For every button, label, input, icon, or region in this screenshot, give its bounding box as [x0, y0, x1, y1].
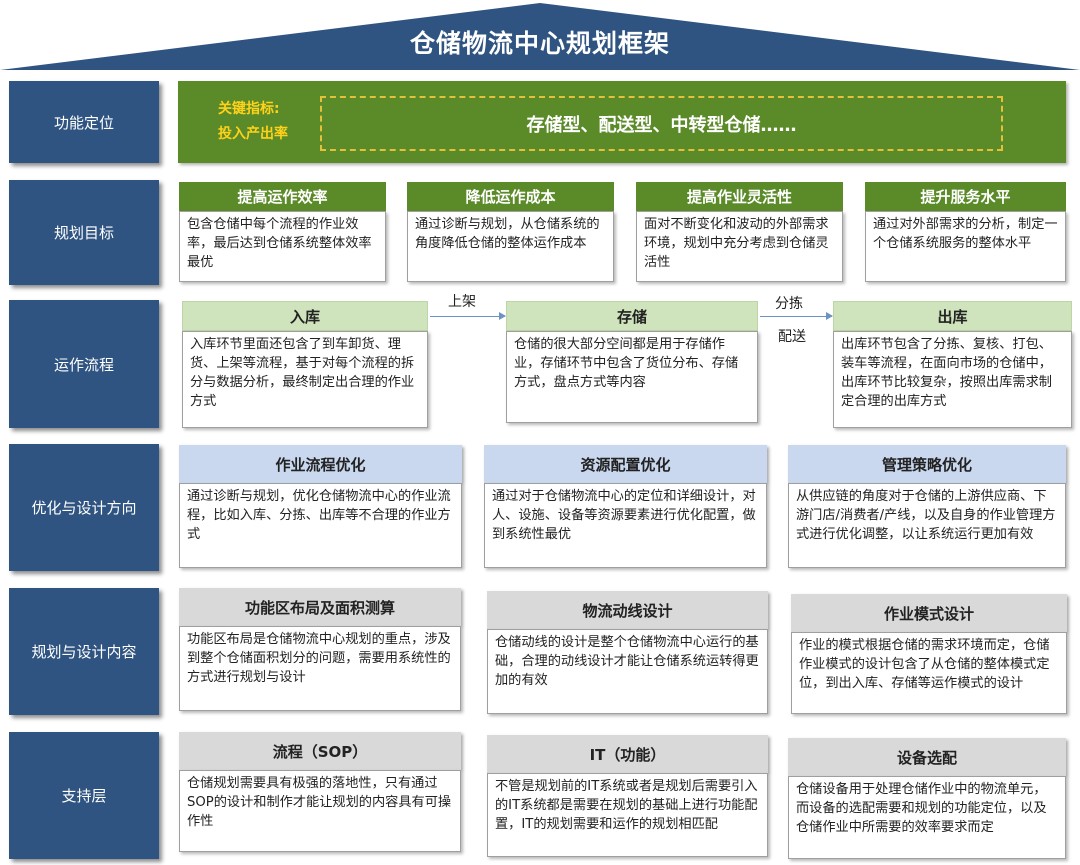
content-text-flowline: 仓储动线的设计是整个仓储物流中心运行的基础，合理的动线设计才能让仓储系统运转得更…: [487, 629, 768, 714]
roof-banner: [0, 3, 1080, 70]
kpi-line-1: 关键指标:: [218, 101, 280, 117]
goal-header-service: 提升服务水平: [865, 182, 1066, 211]
opt-text-management: 从供应链的角度对于仓储的上游供应商、下游门店/消费者/产线，以及自身的作业管理方…: [788, 483, 1066, 568]
row-label-process: 运作流程: [9, 300, 159, 428]
row-label-content: 规划与设计内容: [9, 588, 159, 715]
opt-text-workflow: 通过诊断与规划，优化仓储物流中心的作业流程，比如入库、分拣、出库等不合理的作业方…: [179, 483, 462, 568]
process-header-inbound: 入库: [182, 301, 428, 331]
goal-header-efficiency: 提高运作效率: [179, 182, 386, 211]
content-text-operation-mode: 作业的模式根据仓储的需求环境而定，仓储作业模式的设计包含了从仓储的整体模式定位，…: [791, 632, 1067, 714]
goal-header-cost: 降低运作成本: [407, 182, 614, 211]
process-text-inbound: 入库环节里面还包含了到车卸货、理货、上架等流程，基于对每个流程的拆分与数据分析，…: [182, 331, 428, 428]
arrow-label-shelving: 上架: [448, 294, 476, 310]
row-label-support: 支持层: [9, 732, 159, 859]
goal-text-cost: 通过诊断与规划，从仓储系统的角度降低仓储的整体运作成本: [407, 211, 614, 282]
goal-text-flexibility: 面对不断变化和波动的外部需求环境，规划中充分考虑到仓储灵活性: [636, 211, 843, 282]
support-text-sop: 仓储规划需要具有极强的落地性，只有通过SOP的设计和制作才能让规划的内容具有可操…: [179, 770, 461, 852]
opt-header-workflow: 作业流程优化: [179, 445, 462, 483]
row-label-goals: 规划目标: [9, 180, 159, 285]
goal-text-efficiency: 包含仓储中每个流程的作业效率，最后达到仓储系统整体效率最优: [179, 211, 386, 282]
goal-header-flexibility: 提高作业灵活性: [636, 182, 843, 211]
process-header-storage: 存储: [506, 301, 758, 331]
page-title: 仓储物流中心规划框架: [409, 29, 670, 58]
kpi-label: 关键指标: 投入产出率: [218, 97, 288, 147]
content-header-flowline: 物流动线设计: [487, 591, 768, 629]
content-header-layout: 功能区布局及面积测算: [179, 588, 461, 626]
arrow-label-delivery: 配送: [778, 329, 806, 345]
support-text-it: 不管是规划前的IT系统或者是规划后需要引入的IT系统都是需要在规划的基础上进行功…: [487, 773, 768, 857]
content-text-layout: 功能区布局是仓储物流中心规划的重点，涉及到整个仓储面积划分的问题，需要用系统性的…: [179, 626, 461, 711]
positioning-band: 关键指标: 投入产出率 存储型、配送型、中转型仓储……: [178, 81, 1066, 163]
row-label-optimization: 优化与设计方向: [9, 444, 159, 571]
support-header-sop: 流程（SOP）: [179, 732, 461, 770]
support-header-it: IT（功能）: [487, 735, 768, 773]
kpi-line-2: 投入产出率: [218, 126, 288, 142]
goal-text-service: 通过对外部需求的分析，制定一个仓储系统服务的整体水平: [865, 211, 1066, 282]
arrow-storage-to-outbound: [760, 312, 833, 320]
content-header-operation-mode: 作业模式设计: [791, 594, 1067, 632]
process-text-storage: 仓储的很大部分空间都是用于存储作业，存储环节中包含了货位分布、存储方式，盘点方式…: [506, 331, 758, 423]
process-header-outbound: 出库: [833, 301, 1072, 331]
opt-text-resource: 通过对于仓储物流中心的定位和详细设计，对人、设施、设备等资源要素进行优化配置，做…: [484, 483, 767, 568]
process-text-outbound: 出库环节包含了分拣、复核、打包、装车等流程，在面向市场的仓储中，出库环节比较复杂…: [833, 331, 1072, 428]
support-header-equipment: 设备选配: [788, 738, 1066, 776]
opt-header-resource: 资源配置优化: [484, 445, 767, 483]
warehouse-types-box: 存储型、配送型、中转型仓储……: [320, 96, 1003, 151]
row-label-positioning: 功能定位: [9, 81, 159, 163]
support-text-equipment: 仓储设备用于处理仓储作业中的物流单元，而设备的选配需要和规划的功能定位，以及仓储…: [788, 776, 1066, 859]
arrow-label-sorting: 分拣: [775, 296, 803, 312]
arrow-inbound-to-storage: [430, 312, 506, 320]
opt-header-management: 管理策略优化: [788, 445, 1066, 483]
